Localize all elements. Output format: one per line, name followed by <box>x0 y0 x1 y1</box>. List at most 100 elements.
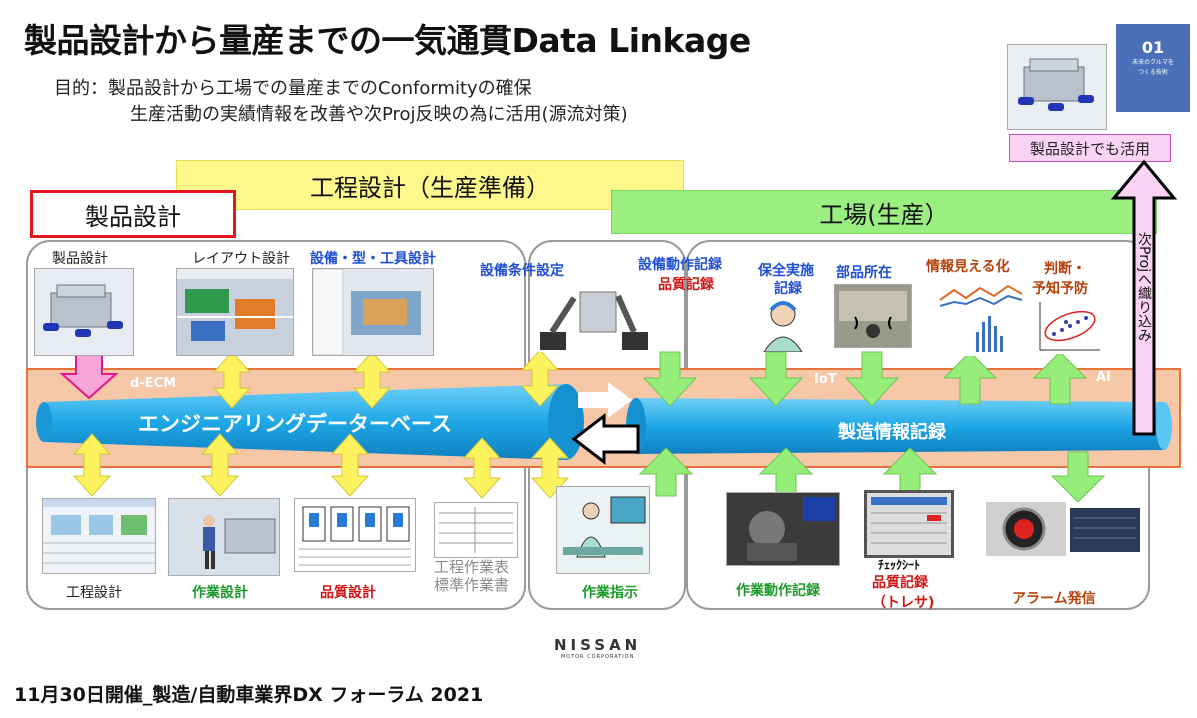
ai-label: AI <box>1096 370 1111 385</box>
robot-thumb <box>534 278 654 352</box>
chapter-subtitle-1: 未来のクルマを <box>1132 59 1174 66</box>
camera-feed-icon <box>747 497 835 561</box>
cap-visualization: 情報見える化 <box>926 259 1010 275</box>
cap-prediction: 予知予防 <box>1032 281 1088 297</box>
page-title: 製品設計から量産までの一気通貫Data Linkage <box>24 21 751 60</box>
parts-location-thumb <box>834 284 912 348</box>
cap-product-design: 製品設計 <box>52 251 108 267</box>
cap-judgement: 判断・ <box>1044 261 1086 277</box>
nissan-logo: NISSAN MOTOR CORPORATION <box>554 636 641 660</box>
smartwatch-icon <box>986 502 1140 556</box>
worker-instruction-icon <box>563 496 646 558</box>
line-chart-icon <box>939 284 1023 352</box>
banner-product-label: 製品設計 <box>85 202 181 231</box>
cap-layout-design: レイアウト設計 <box>192 251 290 267</box>
green-down-arrow-icon <box>642 351 698 407</box>
cap-work-record: 作業動作記録 <box>736 583 820 599</box>
robot-arm-icon <box>540 291 648 350</box>
cap-work-design: 作業設計 <box>192 585 248 601</box>
pink-down-arrow-icon <box>59 353 119 400</box>
check-sheet-tablet-thumb <box>864 490 954 558</box>
yellow-double-arrow-icon <box>200 433 240 497</box>
cap-quality-design: 品質設計 <box>320 585 376 601</box>
document-icon <box>439 507 513 553</box>
banner-factory: 工場(生産） <box>611 190 1157 234</box>
standard-work-sheet-thumb <box>434 502 518 558</box>
feedback-text: 次Projへ織り込み <box>1136 232 1152 343</box>
banner-product-design: 製品設計 <box>30 190 236 238</box>
nissan-subtitle: MOTOR CORPORATION <box>560 654 635 660</box>
slide: 製品設計から量産までの一気通貫Data Linkage 目的：製品設計から工場で… <box>6 2 1193 668</box>
chapter-badge: 01 未来のクルマを つくる技術 <box>1116 24 1190 112</box>
cap-equipment-design: 設備・型・工具設計 <box>310 251 436 267</box>
green-up-arrow-icon <box>758 447 814 497</box>
decm-label: d-ECM <box>130 376 177 391</box>
footer-caption: 11月30日開催_製造/自動車業界DX フォーラム 2021 <box>14 684 484 706</box>
green-down-arrow-icon <box>844 351 900 407</box>
engineering-pipe <box>44 384 566 460</box>
alarm-thumb <box>986 502 1142 556</box>
engine-thumbnail-corner <box>1007 44 1107 130</box>
work-instruction-thumb <box>556 486 650 574</box>
manufacturing-pipe <box>636 398 1164 454</box>
green-down-arrow-icon <box>1050 451 1106 503</box>
visualization-thumb <box>936 276 1026 356</box>
green-up-arrow-icon <box>638 447 694 497</box>
worker-icon <box>763 301 803 352</box>
purpose-line-1: 目的：製品設計から工場での量産までのConformityの確保 <box>54 78 532 99</box>
cap-quality-record-top: 品質記録 <box>658 277 714 293</box>
cap-maintenance-record: 記録 <box>774 281 802 297</box>
engine-icon <box>1018 58 1094 111</box>
product-design-thumb <box>34 268 134 356</box>
cap-equipment-motion: 設備動作記録 <box>638 257 722 273</box>
cap-process-sheet: 工程作業表 <box>434 558 510 576</box>
scatter-plot-icon <box>1039 302 1100 351</box>
cap-standard-work: 標準作業書 <box>434 576 510 594</box>
layout-design-thumb <box>176 268 294 356</box>
green-up-arrow-icon <box>1032 351 1088 405</box>
yellow-double-arrow-icon <box>462 437 502 499</box>
purpose-text: 目的：製品設計から工場での量産までのConformityの確保 生産活動の実績情… <box>54 76 628 128</box>
purpose-line-2: 生産活動の実績情報を改善や次Proj反映の為に活用(源流対策) <box>130 104 628 125</box>
prediction-thumb <box>1036 298 1102 354</box>
green-up-arrow-icon <box>882 447 938 497</box>
left-arrow-icon <box>571 412 640 466</box>
banner-factory-label: 工場(生産） <box>819 200 949 229</box>
cap-traceability: （トレサ) <box>872 595 935 611</box>
worker-simulation-icon <box>203 515 276 569</box>
equipment-design-thumb <box>312 268 434 356</box>
work-design-thumb <box>168 498 280 576</box>
chapter-number: 01 <box>1141 38 1165 57</box>
cad-tool-icon <box>313 269 421 355</box>
right-arrow-icon <box>578 382 632 418</box>
cap-alarm: アラーム発信 <box>1012 591 1096 607</box>
up-arrow-icon <box>1110 159 1178 436</box>
factory-layout-icon <box>177 269 293 341</box>
flow-graphics <box>36 159 1178 503</box>
spreadsheet-icon <box>43 499 155 564</box>
yellow-double-arrow-icon <box>530 437 570 499</box>
cap-process-design: 工程設計 <box>66 585 122 601</box>
cap-parts-location: 部品所在 <box>836 265 892 281</box>
yellow-double-arrow-icon <box>212 351 252 409</box>
maintenance-worker-thumb <box>758 296 808 352</box>
yellow-double-arrow-icon <box>330 433 370 497</box>
green-up-arrow-icon <box>942 351 998 405</box>
nissan-brand: NISSAN <box>554 636 642 654</box>
process-design-thumb <box>42 498 156 574</box>
yellow-double-arrow-icon <box>72 433 112 497</box>
cap-equipment-condition: 設備条件設定 <box>480 263 564 279</box>
yellow-double-arrow-icon <box>352 351 392 409</box>
banner-process-design: 工程設計（生産準備） <box>176 160 684 210</box>
engineering-db-label: エンジニアリングデーターベース <box>138 412 452 436</box>
manufacturing-record-label: 製造情報記録 <box>838 422 946 443</box>
cap-maintenance: 保全実施 <box>758 263 814 279</box>
cap-check-sheet: ﾁｪｯｸｼｰﾄ <box>878 558 921 572</box>
cap-quality-record: 品質記録 <box>872 575 928 591</box>
quality-design-thumb <box>294 498 416 572</box>
reuse-label: 製品設計でも活用 <box>1009 134 1171 162</box>
warehouse-icon <box>839 291 907 338</box>
flow-diagram-icon <box>299 506 411 566</box>
tablet-icon <box>871 497 947 544</box>
yellow-double-arrow-icon <box>520 349 560 407</box>
